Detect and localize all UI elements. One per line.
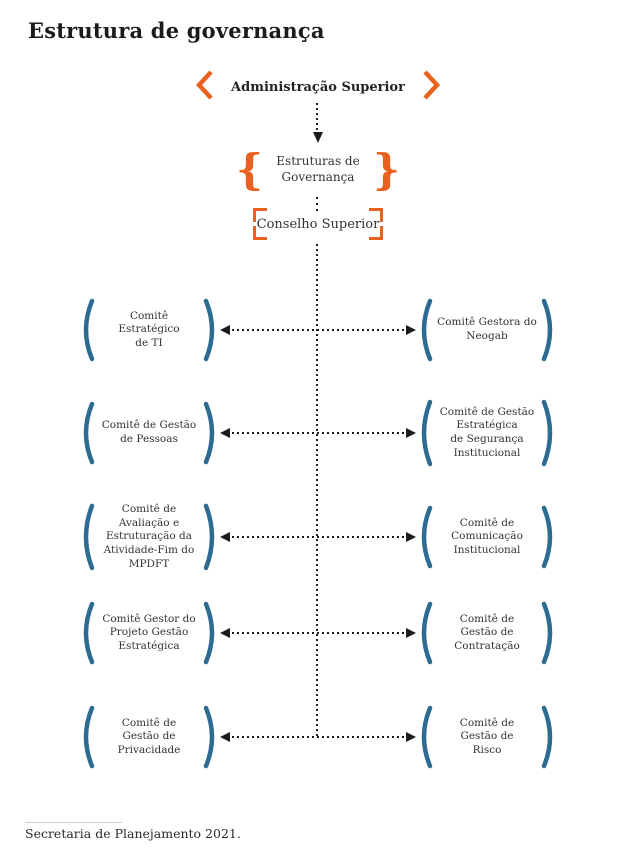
committee-node-right: Comitê de Gestão de Risco xyxy=(416,705,558,769)
node-conselho-superior: Conselho Superior xyxy=(253,208,383,240)
arrow-head-left-icon xyxy=(220,732,230,742)
committee-label: Comitê de Avaliação e Estruturação da At… xyxy=(103,502,195,570)
figure-title: Estrutura de governança xyxy=(28,18,325,43)
arrow-head-left-icon xyxy=(220,325,230,335)
node-label: Estruturas de Governança xyxy=(276,154,360,184)
parenthesis-close-icon xyxy=(541,705,558,769)
arrow-head-right-icon xyxy=(406,628,416,638)
committee-label: Comitê de Gestão Estratégica de Seguranç… xyxy=(439,405,535,459)
committee-label: Comitê de Gestão de Risco xyxy=(459,716,515,756)
row-connector-arrow xyxy=(220,731,416,743)
chevron-right-icon xyxy=(423,70,441,104)
arrow-head-left-icon xyxy=(220,628,230,638)
committee-node-left: Comitê de Avaliação e Estruturação da At… xyxy=(78,503,220,571)
parenthesis-close-icon xyxy=(541,298,558,362)
parenthesis-open-icon xyxy=(78,401,95,465)
row-connector-arrow xyxy=(220,627,416,639)
parenthesis-open-icon xyxy=(78,298,95,362)
parenthesis-open-icon xyxy=(416,601,433,665)
committee-node-left: Comitê Estratégico de TI xyxy=(78,298,220,362)
parenthesis-open-icon xyxy=(416,705,433,769)
committee-label: Comitê Estratégico de TI xyxy=(118,309,180,349)
node-label: Administração Superior xyxy=(231,79,405,95)
parenthesis-open-icon xyxy=(416,399,433,467)
committee-node-right: Comitê de Comunicação Institucional xyxy=(416,505,558,569)
arrow-head-left-icon xyxy=(220,428,230,438)
arrow-head-right-icon xyxy=(406,532,416,542)
parenthesis-close-icon xyxy=(541,601,558,665)
dotted-line xyxy=(227,432,409,434)
committee-label: Comitê de Gestão de Contratação xyxy=(454,612,520,652)
parenthesis-open-icon xyxy=(416,505,433,569)
parenthesis-close-icon xyxy=(203,298,220,362)
node-label: Conselho Superior xyxy=(256,216,380,232)
parenthesis-open-icon xyxy=(78,503,95,571)
arrow-head-right-icon xyxy=(406,732,416,742)
dotted-line xyxy=(227,536,409,538)
arrow-head-left-icon xyxy=(220,532,230,542)
bracket-corner-top-left-icon xyxy=(253,208,267,222)
dotted-connector xyxy=(316,197,318,212)
flow-down-arrow-shaft xyxy=(316,103,318,133)
brace-close-icon: } xyxy=(373,145,401,194)
committee-label: Comitê de Gestão de Pessoas xyxy=(101,419,197,445)
committee-label: Comitê de Comunicação Institucional xyxy=(451,516,523,556)
bracket-corner-bottom-left-icon xyxy=(253,226,267,240)
parenthesis-close-icon xyxy=(203,401,220,465)
committee-node-right: Comitê Gestora do Neogab xyxy=(416,298,558,362)
source-caption: Secretaria de Planejamento 2021. xyxy=(25,826,241,841)
bracket-corner-top-right-icon xyxy=(369,208,383,222)
parenthesis-close-icon xyxy=(541,399,558,467)
footer-divider xyxy=(25,822,122,823)
committee-node-left: Comitê de Gestão de Pessoas xyxy=(78,401,220,465)
bracket-corner-bottom-right-icon xyxy=(369,226,383,240)
parenthesis-open-icon xyxy=(78,705,95,769)
flow-down-arrow-head xyxy=(313,132,323,143)
committee-node-right: Comitê de Gestão Estratégica de Seguranç… xyxy=(416,399,558,467)
parenthesis-open-icon xyxy=(78,601,95,665)
committee-label: Comitê de Gestão de Privacidade xyxy=(117,716,181,756)
committee-label: Comitê Gestora do Neogab xyxy=(437,316,537,342)
dotted-line xyxy=(227,632,409,634)
row-connector-arrow xyxy=(220,531,416,543)
committee-node-left: Comitê de Gestão de Privacidade xyxy=(78,705,220,769)
committee-node-right: Comitê de Gestão de Contratação xyxy=(416,601,558,665)
parenthesis-close-icon xyxy=(203,705,220,769)
node-administracao-superior: Administração Superior xyxy=(195,70,441,104)
arrow-head-right-icon xyxy=(406,325,416,335)
chevron-left-icon xyxy=(195,70,213,104)
center-connector-line xyxy=(316,244,318,738)
arrow-head-right-icon xyxy=(406,428,416,438)
parenthesis-close-icon xyxy=(203,601,220,665)
dotted-line xyxy=(227,736,409,738)
committee-node-left: Comitê Gestor do Projeto Gestão Estratég… xyxy=(78,601,220,665)
parenthesis-open-icon xyxy=(416,298,433,362)
parenthesis-close-icon xyxy=(203,503,220,571)
row-connector-arrow xyxy=(220,324,416,336)
dotted-line xyxy=(227,329,409,331)
node-estruturas-de-governanca: { Estruturas de Governança } xyxy=(235,145,401,194)
committee-label: Comitê Gestor do Projeto Gestão Estratég… xyxy=(102,612,196,652)
parenthesis-close-icon xyxy=(541,505,558,569)
brace-open-icon: { xyxy=(235,145,263,194)
row-connector-arrow xyxy=(220,427,416,439)
